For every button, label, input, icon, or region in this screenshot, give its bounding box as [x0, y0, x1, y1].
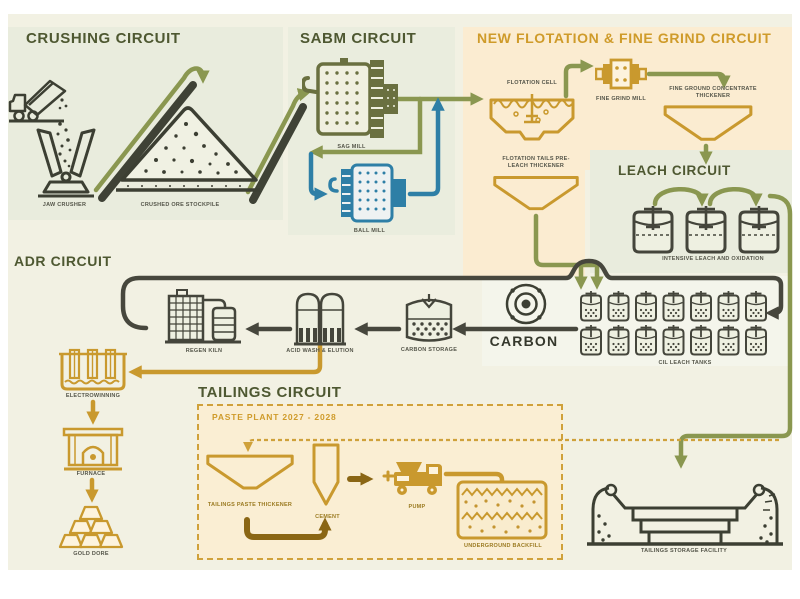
- electrowinning-label: ELECTROWINNING: [65, 393, 121, 399]
- fine-grind-mill-label: FINE GRIND MILL: [596, 96, 646, 102]
- underground-backfill-label: UNDERGROUND BACKFILL: [463, 543, 543, 549]
- dump-truck-icon: [8, 79, 68, 123]
- sag-mill-label: SAG MILL: [337, 144, 366, 150]
- jaw-crusher-label: JAW CRUSHER: [42, 202, 87, 208]
- gold-flow: [85, 343, 509, 529]
- sabm-title: SABM CIRCUIT: [300, 30, 417, 47]
- regen-kiln-icon: [165, 289, 241, 344]
- pump-truck-icon: [382, 462, 442, 495]
- intensive-leach-tanks-icon: [632, 204, 780, 254]
- conveyor-belts: [98, 81, 307, 204]
- electrowinning-icon: [59, 348, 127, 391]
- ball-mill-label: BALL MILL: [353, 228, 386, 234]
- adr-title: ADR CIRCUIT: [14, 253, 112, 269]
- gold-dore-icon: [58, 505, 124, 549]
- fine-ground-concentrate-thickener-label: FINE GROUND CONCENTRATE THICKENER: [669, 86, 757, 100]
- fine-grind-mill-icon: [595, 58, 647, 90]
- flotation-cell-label: FLOTATION CELL: [506, 80, 558, 86]
- furnace-label: FURNACE: [76, 471, 106, 477]
- carbon-storage-icon: [405, 294, 453, 342]
- stockpile-label: CRUSHED ORE STOCKPILE: [140, 202, 220, 208]
- intensive-leach-label: INTENSIVE LEACH AND OXIDATION: [662, 256, 764, 262]
- underground-backfill-icon: [456, 480, 548, 540]
- fine-ground-concentrate-thickener-icon: [663, 105, 753, 141]
- cement-silo-icon: [312, 443, 340, 506]
- flotation-cell-icon: [489, 94, 575, 141]
- tailings-title: TAILINGS CIRCUIT: [198, 384, 342, 401]
- paste-flow: [244, 472, 374, 540]
- cement-label: CEMENT: [315, 514, 340, 520]
- carbon-flow: [120, 258, 784, 336]
- pump-label: PUMP: [408, 504, 426, 510]
- acid-wash-elution-icon: [294, 292, 346, 346]
- cil-leach-tanks-label: CIL LEACH TANKS: [658, 360, 712, 366]
- tailings-storage-facility-icon: [587, 483, 783, 546]
- tailings-paste-thickener-label: TAILINGS PASTE THICKENER: [207, 502, 293, 508]
- paste-plant-subtitle: PASTE PLANT 2027 - 2028: [212, 412, 337, 422]
- flotation-tails-pre-leach-thickener-label: FLOTATION TAILS PRE-LEACH THICKENER: [502, 156, 570, 170]
- carbon-label: CARBON: [489, 333, 559, 349]
- furnace-icon: [62, 427, 124, 471]
- flotation-title: NEW FLOTATION & FINE GRIND CIRCUIT: [477, 30, 772, 46]
- green-flow: [93, 59, 793, 469]
- panel-flotation-ext: [463, 170, 585, 280]
- ball-mill-icon: [328, 163, 406, 223]
- tailings-paste-thickener-icon: [206, 454, 294, 490]
- carbon-icon: [505, 283, 547, 325]
- tailings-storage-facility-label: TAILINGS STORAGE FACILITY: [640, 548, 728, 554]
- stockpile-icon: [116, 106, 260, 192]
- acid-wash-elution-label: ACID WASH & ELUTION: [286, 348, 354, 354]
- flotation-tails-pre-leach-thickener-icon: [493, 176, 579, 211]
- sag-mill-icon: [302, 58, 398, 138]
- blue-flow: [308, 97, 445, 201]
- paste-feed-line: [243, 438, 779, 452]
- cil-leach-tanks-icon: [580, 290, 767, 356]
- crushing-title: CRUSHING CIRCUIT: [26, 30, 181, 47]
- leach-title: LEACH CIRCUIT: [618, 163, 731, 178]
- regen-kiln-label: REGEN KILN: [185, 348, 223, 354]
- jaw-crusher-icon: [36, 122, 96, 198]
- gold-dore-label: GOLD DORE: [73, 551, 109, 557]
- carbon-storage-label: CARBON STORAGE: [400, 347, 458, 353]
